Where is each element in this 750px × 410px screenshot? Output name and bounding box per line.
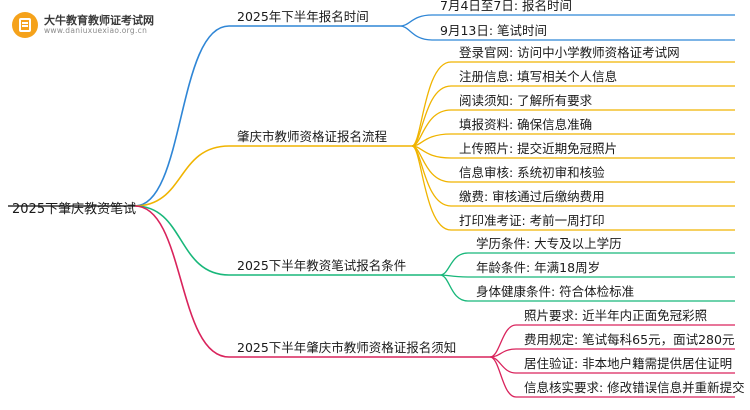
root-to-branch-connector [134,205,230,358]
leaf-node: 照片要求: 近半年内正面免冠彩照 [524,308,708,323]
leaf-node: 缴费: 审核通过后缴纳费用 [459,189,605,204]
branch-node: 2025下半年肇庆市教师资格证报名须知 [237,340,457,355]
branch-to-leaf-connector [439,274,469,302]
leaf-node: 打印准考证: 考前一周打印 [459,213,605,228]
leaf-node: 信息审核: 系统初审和核验 [459,165,605,180]
leaf-node: 登录官网: 访问中小学教师资格证考试网 [459,45,680,60]
branch-node: 肇庆市教师资格证报名流程 [237,129,388,144]
branch-node: 2025年下半年报名时间 [237,9,369,24]
root-to-branch-connector [134,205,230,276]
leaf-node: 身体健康条件: 符合体检标准 [476,284,635,299]
branch-to-leaf-connector [399,25,433,41]
branch-to-leaf-connector [489,356,517,398]
leaf-node: 居住验证: 非本地户籍需提供居住证明 [524,356,733,371]
logo-site-name: 大牛教育教师证考试网 [44,13,154,27]
root-node: 2025下肇庆教资笔试 [12,202,137,217]
leaf-node: 9月13日: 笔试时间 [440,23,548,38]
leaf-node: 费用规定: 笔试每科65元，面试280元 [524,332,735,347]
root-to-branch-connector [134,145,230,207]
branch-to-leaf-connector [489,324,517,358]
root-to-branch-connector [134,25,230,207]
branch-to-leaf-connector [489,348,517,358]
leaf-node: 学历条件: 大专及以上学历 [476,236,622,251]
leaf-node: 7月4日至7日: 报名时间 [440,0,573,13]
leaf-node: 上传照片: 提交近期免冠照片 [459,141,618,156]
branch-node: 2025下半年教资笔试报名条件 [237,258,407,273]
branch-to-leaf-connector [411,109,452,147]
branch-to-leaf-connector [439,252,469,276]
branch-to-leaf-connector [411,145,452,231]
leaf-node: 阅读须知: 了解所有要求 [459,93,593,108]
leaf-node: 信息核实要求: 修改错误信息并重新提交 [524,380,745,395]
branch-to-leaf-connector [411,145,452,183]
leaf-node: 年龄条件: 年满18周岁 [476,260,601,275]
logo-site-url: www.daniuxuexiao.org.cn [44,25,148,35]
branch-to-leaf-connector [411,61,452,147]
book-logo-icon [12,12,38,38]
branch-to-leaf-connector [399,14,433,27]
site-logo: 大牛教育教师证考试网 www.daniuxuexiao.org.cn [12,12,154,38]
leaf-node: 注册信息: 填写相关个人信息 [459,69,618,84]
leaf-node: 填报资料: 确保信息准确 [459,117,593,132]
